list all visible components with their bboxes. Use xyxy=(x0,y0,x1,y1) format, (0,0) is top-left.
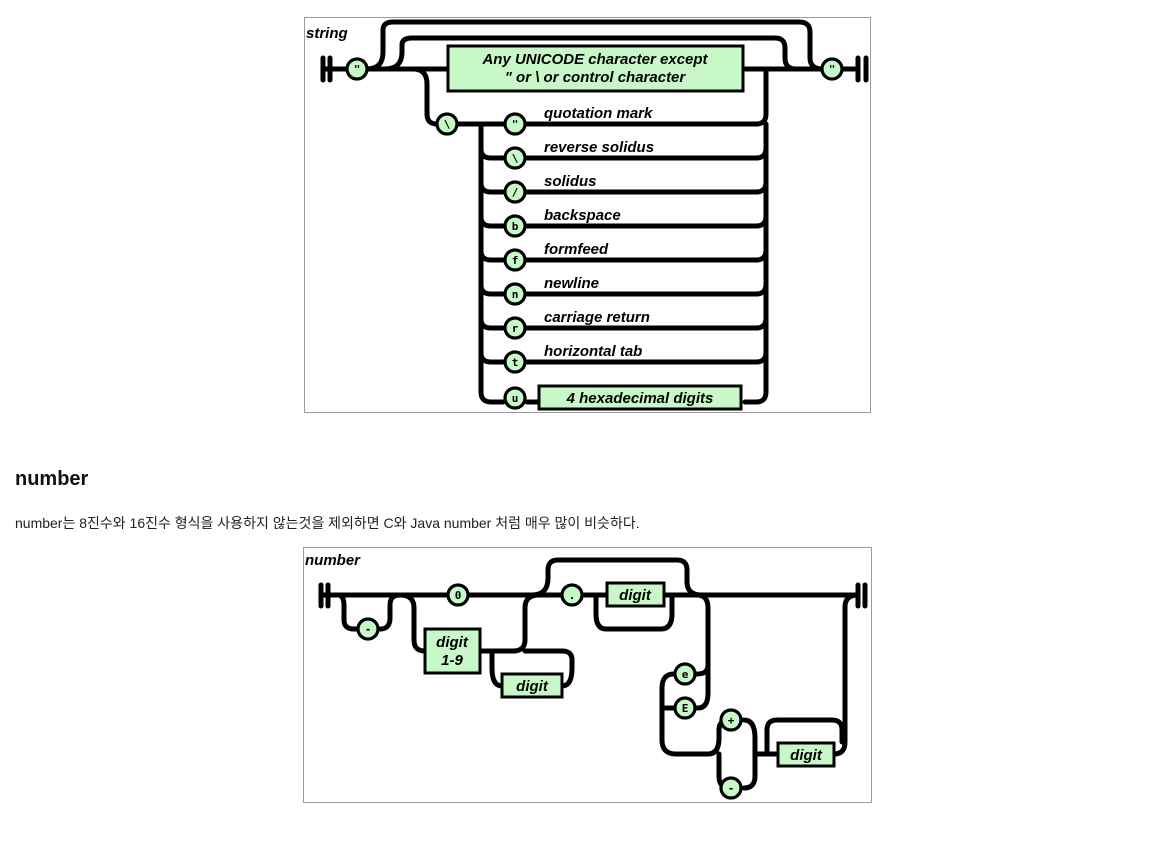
number-diagram-title: number xyxy=(305,552,361,569)
svg-text:": " xyxy=(354,63,361,76)
string-diagram-title: string xyxy=(306,25,348,42)
escape-reverse-solidus-terminal: \ xyxy=(503,146,527,170)
svg-text:-: - xyxy=(728,782,735,795)
svg-text:t: t xyxy=(512,356,519,369)
svg-text:-: - xyxy=(365,623,372,636)
plus-terminal: + xyxy=(719,708,743,732)
svg-text:0: 0 xyxy=(455,589,462,602)
escape-solidus-terminal: / xyxy=(503,180,527,204)
hex-digits-box: 4 hexadecimal digits xyxy=(537,384,743,411)
escape-label-quotation-mark: quotation mark xyxy=(544,105,653,122)
escape-n-terminal: n xyxy=(503,282,527,306)
svg-text:\: \ xyxy=(444,118,451,131)
escape-u-terminal: u xyxy=(503,386,527,410)
e-upper-terminal: E xyxy=(673,696,697,720)
backslash-terminal: \ xyxy=(435,112,459,136)
svg-text:e: e xyxy=(682,668,689,681)
string-diagram-svg: string xyxy=(306,19,869,411)
close-quote-terminal: " xyxy=(820,57,844,81)
svg-text:.: . xyxy=(569,589,576,602)
svg-text:": " xyxy=(512,118,519,131)
escape-label-solidus: solidus xyxy=(544,173,597,190)
exponent-join-rail xyxy=(659,662,711,711)
escape-f-terminal: f xyxy=(503,248,527,272)
section-description: number는 8진수와 16진수 형식을 사용하지 않는것을 제외하면 C와 … xyxy=(15,515,640,531)
escape-label-reverse-solidus: reverse solidus xyxy=(544,139,654,156)
exponent-branch-rail xyxy=(659,592,711,757)
svg-text:+: + xyxy=(728,714,735,727)
any-unicode-line1: Any UNICODE character except xyxy=(481,51,708,68)
escape-quote-terminal: " xyxy=(503,112,527,136)
open-quote-terminal: " xyxy=(345,57,369,81)
inner-loop-rail xyxy=(382,35,799,72)
exponent-minus-terminal: - xyxy=(719,776,743,800)
escape-rows xyxy=(478,145,769,405)
escape-label-formfeed: formfeed xyxy=(544,241,609,258)
svg-text:4 hexadecimal digits: 4 hexadecimal digits xyxy=(566,390,714,407)
svg-text:u: u xyxy=(512,392,519,405)
digit19-box: digit 1-9 xyxy=(423,627,482,675)
escape-b-terminal: b xyxy=(503,214,527,238)
escape-label-backspace: backspace xyxy=(544,207,621,224)
any-unicode-character-box: Any UNICODE character except " or \ or c… xyxy=(446,44,745,93)
svg-text:b: b xyxy=(512,220,519,233)
svg-text:digit: digit xyxy=(516,678,549,695)
sign-branch-rail xyxy=(705,717,770,791)
digit-repeat-rail xyxy=(489,648,575,689)
svg-text:f: f xyxy=(512,254,519,267)
digit-box-integer: digit xyxy=(500,672,564,699)
escape-label-newline: newline xyxy=(544,275,599,292)
any-unicode-line2: " or \ or control character xyxy=(505,69,687,86)
string-syntax-diagram: string xyxy=(304,17,871,413)
svg-text:r: r xyxy=(512,322,519,335)
escape-stack-rail xyxy=(478,121,769,405)
svg-text:n: n xyxy=(512,288,519,301)
svg-text:digit: digit xyxy=(790,747,823,764)
svg-text:/: / xyxy=(512,186,519,199)
e-lower-terminal: e xyxy=(673,662,697,686)
exponent-digit-loop-rail xyxy=(764,717,845,757)
digit-box-fraction: digit xyxy=(605,581,666,608)
svg-text:": " xyxy=(829,63,836,76)
fraction-branch-rail xyxy=(529,557,705,598)
outer-loop-rail xyxy=(364,19,826,72)
svg-text:digit: digit xyxy=(619,587,652,604)
number-diagram-svg: number - xyxy=(305,552,868,800)
svg-text:\: \ xyxy=(512,152,519,165)
section-heading-number: number xyxy=(15,468,89,490)
number-syntax-diagram: number - xyxy=(303,547,872,803)
svg-text:1-9: 1-9 xyxy=(441,652,463,669)
minus-terminal: - xyxy=(356,617,380,641)
escape-t-terminal: t xyxy=(503,350,527,374)
minus-branch-rail xyxy=(335,592,403,632)
digit-box-exponent: digit xyxy=(776,741,836,768)
escape-label-carriage-return: carriage return xyxy=(544,309,650,326)
zero-terminal: 0 xyxy=(446,583,470,607)
dot-terminal: . xyxy=(560,583,584,607)
svg-text:digit: digit xyxy=(436,634,469,651)
fraction-digit-loop-rail xyxy=(593,592,675,632)
escape-label-horizontal-tab: horizontal tab xyxy=(544,343,642,360)
escape-r-terminal: r xyxy=(503,316,527,340)
svg-text:E: E xyxy=(682,702,689,715)
